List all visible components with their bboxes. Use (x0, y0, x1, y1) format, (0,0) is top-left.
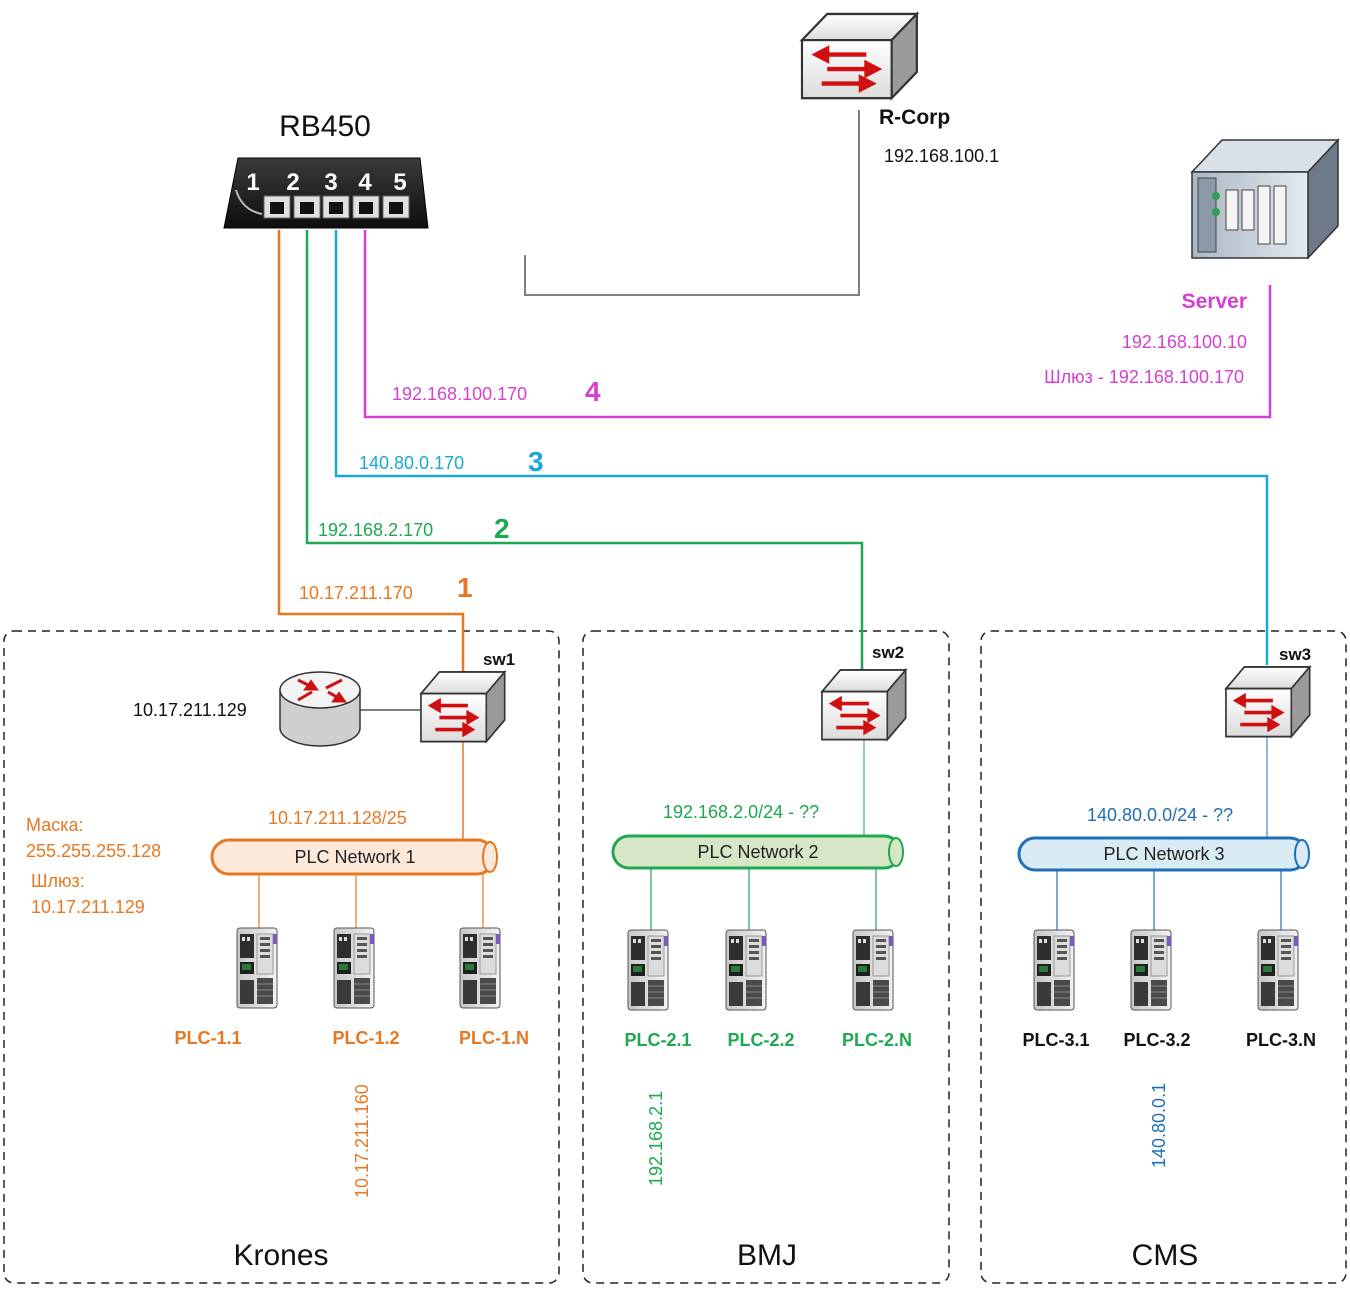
sw1-switch-icon (419, 670, 507, 744)
link-3-num: 3 (528, 446, 544, 477)
bmj-bus: PLC Network 2 (611, 834, 904, 870)
rcorp-switch-icon (802, 14, 917, 98)
krones-bus-label: PLC Network 1 (294, 847, 415, 867)
plc-1-2-icon (333, 927, 375, 1009)
plc-1-2-label: PLC-1.2 (332, 1028, 399, 1048)
plc-3-1-icon (1033, 929, 1075, 1011)
link-2-num: 2 (494, 513, 510, 544)
port-1-label: 1 (246, 169, 259, 196)
plc-2-1-label: PLC-2.1 (624, 1030, 691, 1050)
plc-2-n-label: PLC-2.N (842, 1030, 912, 1050)
plc-1-ip: 10.17.211.160 (352, 1084, 372, 1198)
link-1-ip: 10.17.211.170 (299, 583, 413, 603)
zone-bmj-label: BMJ (737, 1239, 797, 1272)
rcorp-name: R-Corp (879, 106, 950, 129)
zone-cms (980, 630, 1347, 1284)
krones-router-icon (279, 671, 361, 747)
zone-bmj (582, 630, 950, 1284)
port-2-label: 2 (286, 169, 299, 196)
sw2-switch-icon (820, 668, 908, 742)
plc-2-n-icon (852, 929, 894, 1011)
krones-mask: 255.255.255.128 (26, 841, 161, 861)
plc-2-ip: 192.168.2.1 (646, 1091, 666, 1186)
bmj-net: 192.168.2.0/24 - ?? (663, 802, 819, 822)
plc-1-1-label: PLC-1.1 (174, 1028, 241, 1048)
bmj-bus-label: PLC Network 2 (697, 842, 818, 862)
sw3-switch-icon (1224, 665, 1312, 739)
plc-3-ip: 140.80.0.1 (1149, 1083, 1169, 1168)
link-2-line (305, 230, 864, 670)
sw2-label: sw2 (872, 643, 904, 662)
plc-2-2-icon (725, 929, 767, 1011)
krones-bus: PLC Network 1 (210, 838, 498, 876)
port-5-label: 5 (393, 169, 406, 196)
krones-gw-label: Шлюз: (31, 871, 85, 891)
rb450-title: RB450 (279, 110, 371, 143)
link-2-ip: 192.168.2.170 (318, 520, 433, 540)
port-4-label: 4 (358, 169, 372, 196)
server-name: Server (1182, 290, 1247, 313)
sw1-label: sw1 (483, 650, 515, 669)
zone-krones (3, 630, 560, 1284)
link-3-ip: 140.80.0.170 (359, 453, 464, 473)
server-icon (1190, 138, 1340, 260)
zone-krones-label: Krones (233, 1239, 328, 1272)
plc-1-1-icon (236, 927, 278, 1009)
plc-3-1-label: PLC-3.1 (1022, 1030, 1089, 1050)
plc-3-n-label: PLC-3.N (1246, 1030, 1316, 1050)
link-4-ip: 192.168.100.170 (392, 384, 527, 404)
sw3-label: sw3 (1279, 645, 1311, 664)
plc-3-2-icon (1130, 929, 1172, 1011)
plc-2-1-icon (627, 929, 669, 1011)
plc-1-n-icon (459, 927, 501, 1009)
plc-2-2-label: PLC-2.2 (727, 1030, 794, 1050)
rcorp-ip: 192.168.100.1 (884, 146, 999, 166)
krones-router-ip: 10.17.211.129 (133, 700, 247, 720)
krones-mask-label: Маска: (26, 815, 84, 835)
cms-bus-label: PLC Network 3 (1103, 844, 1224, 864)
krones-net: 10.17.211.128/25 (268, 808, 407, 828)
rb450-router: RB450 1 2 3 4 5 (223, 110, 429, 229)
server-ip: 192.168.100.10 (1122, 332, 1247, 352)
link-1-num: 1 (457, 572, 473, 603)
krones-gw: 10.17.211.129 (31, 897, 145, 917)
server-gateway: Шлюз - 192.168.100.170 (1044, 367, 1244, 387)
link-4-num: 4 (585, 376, 601, 407)
cms-bus: PLC Network 3 (1017, 836, 1310, 872)
link-3-line (334, 230, 1269, 665)
rcorp-line (524, 110, 860, 296)
link-4-line (363, 230, 1272, 419)
plc-3-n-icon (1257, 929, 1299, 1011)
zone-cms-label: CMS (1132, 1239, 1199, 1272)
port-3-label: 3 (324, 169, 337, 196)
cms-net: 140.80.0.0/24 - ?? (1087, 805, 1233, 825)
link-1-line (277, 230, 465, 672)
plc-1-n-label: PLC-1.N (459, 1028, 529, 1048)
plc-3-2-label: PLC-3.2 (1123, 1030, 1190, 1050)
